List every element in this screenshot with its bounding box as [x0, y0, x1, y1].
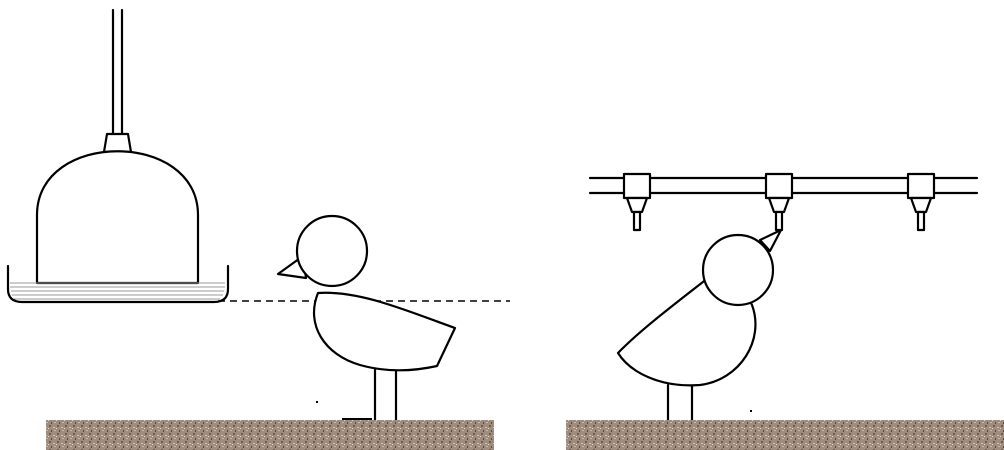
drinker-trough: [6, 264, 230, 304]
nipple-drinker: [764, 172, 794, 232]
right-panel: [566, 172, 1004, 450]
nipple-drinker: [622, 172, 652, 232]
drinker-bell: [35, 150, 200, 285]
chick-head: [701, 233, 775, 307]
chick-head: [295, 214, 369, 288]
chick-right: [616, 228, 783, 422]
trough-water: [10, 282, 225, 300]
hanging-wire: [111, 8, 124, 136]
litter-ground-left: [46, 420, 494, 450]
bell-drinker: [6, 132, 230, 304]
speck: [750, 410, 752, 412]
drinker-cap: [102, 132, 133, 154]
chick-left: [276, 214, 457, 422]
left-panel: [6, 8, 510, 450]
chick-body: [312, 291, 457, 372]
litter-ground-right: [566, 420, 1004, 450]
speck: [316, 401, 318, 403]
chick-beak: [758, 228, 783, 253]
nipple-drinker: [906, 172, 936, 232]
speck: [342, 418, 372, 420]
